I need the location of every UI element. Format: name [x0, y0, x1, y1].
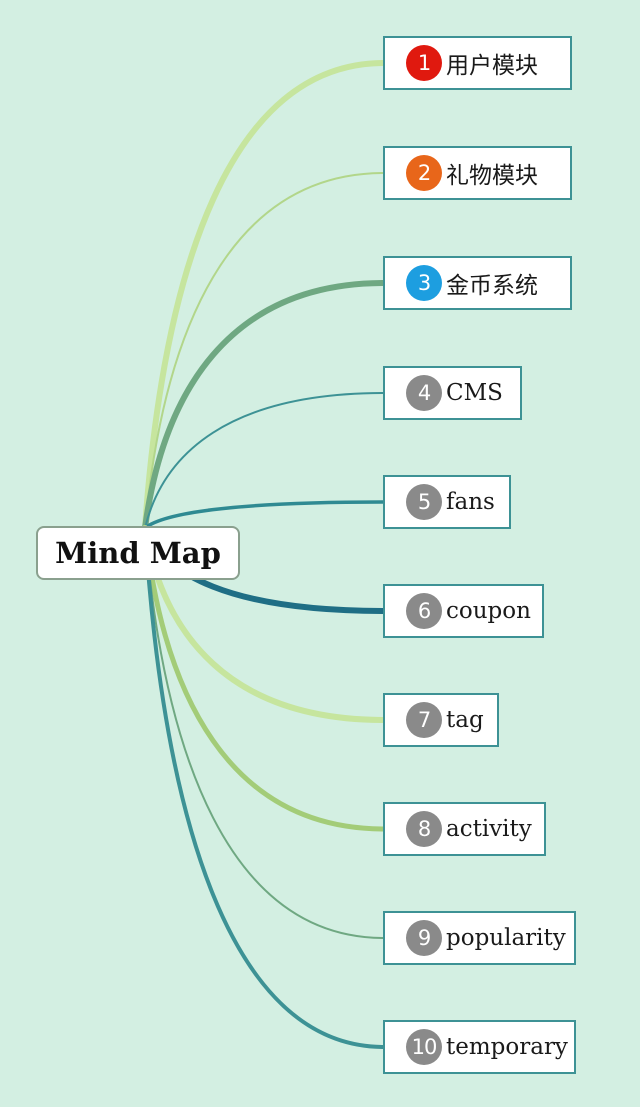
- branch-label: 用户模块: [446, 53, 538, 79]
- number-badge-icon: 2: [406, 155, 442, 191]
- branch-label: activity: [446, 816, 532, 842]
- branch-line-3: [142, 280, 387, 531]
- branch-label: temporary: [446, 1034, 568, 1060]
- number-badge-icon: 8: [406, 811, 442, 847]
- number-badge-icon: 5: [406, 484, 442, 520]
- branch-line-1: [142, 60, 387, 531]
- branch-label: fans: [446, 489, 495, 515]
- branch-label: 礼物模块: [446, 163, 538, 189]
- branch-label: coupon: [446, 598, 531, 624]
- branch-line-2: [144, 172, 385, 529]
- number-badge-icon: 9: [406, 920, 442, 956]
- root-label: Mind Map: [55, 536, 221, 570]
- number-badge-icon: 7: [406, 702, 442, 738]
- branch-label: popularity: [446, 925, 566, 951]
- branch-label: tag: [446, 707, 484, 733]
- branch-label: 金币系统: [446, 273, 538, 299]
- number-badge-icon: 3: [406, 265, 442, 301]
- branch-line-10: [143, 526, 386, 1049]
- number-badge-icon: 4: [406, 375, 442, 411]
- branch-line-4: [144, 392, 385, 529]
- number-badge-icon: 6: [406, 593, 442, 629]
- branch-line-5: [143, 500, 386, 530]
- branch-label: CMS: [446, 380, 503, 406]
- root-node[interactable]: Mind Map: [36, 526, 240, 580]
- number-badge-icon: 1: [406, 45, 442, 81]
- number-badge-icon: 10: [406, 1029, 442, 1065]
- branch-line-8: [142, 525, 387, 832]
- branch-line-9: [144, 527, 385, 939]
